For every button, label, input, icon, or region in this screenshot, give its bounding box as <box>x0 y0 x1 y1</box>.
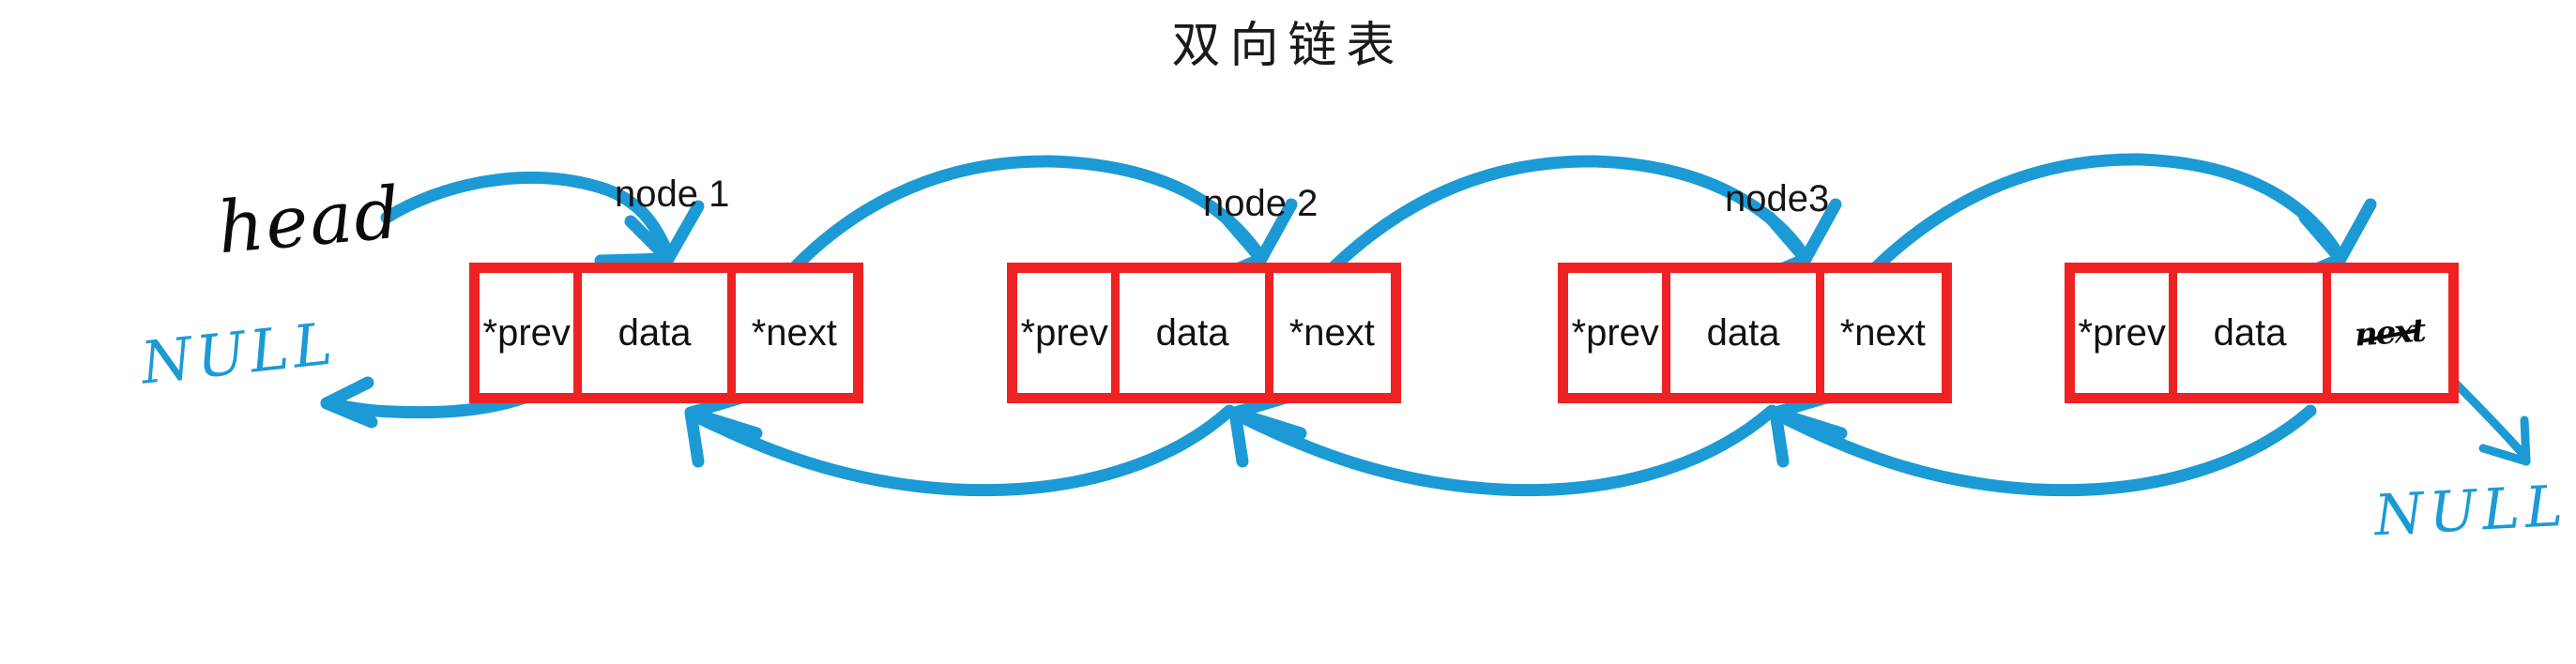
head-pointer-label: head <box>214 170 405 270</box>
node-2-prev-cell: *prev <box>1017 273 1120 393</box>
null-right-label: NULL <box>2372 473 2570 550</box>
list-node-4[interactable]: *prev data next <box>2065 263 2459 403</box>
node-4-next-handwritten-label: next <box>2353 311 2426 355</box>
page-title: 双向链表 <box>1171 19 1405 73</box>
list-node-1[interactable]: *prev data *next <box>469 263 863 403</box>
node-3-caption: node3 <box>1725 178 1830 219</box>
node-3-prev-cell: *prev <box>1568 273 1671 393</box>
node-1-next-cell: *next <box>735 273 853 393</box>
list-node-3[interactable]: *prev data *next <box>1558 263 1952 403</box>
node-1-prev-cell: *prev <box>480 273 583 393</box>
node-2-caption: node 2 <box>1203 183 1318 224</box>
node-4-data-cell: data <box>2177 273 2331 393</box>
node-1-caption: node 1 <box>615 174 730 215</box>
node-2-next-cell: *next <box>1273 273 1391 393</box>
node-2-data-cell: data <box>1120 273 1273 393</box>
node-1-data-cell: data <box>582 273 736 393</box>
list-node-2[interactable]: *prev data *next <box>1007 263 1401 403</box>
node-4-prev-cell: *prev <box>2075 273 2178 393</box>
node-3-next-cell: *next <box>1823 273 1942 393</box>
node-3-data-cell: data <box>1670 273 1824 393</box>
node-4-next-cell: next <box>2330 273 2448 393</box>
